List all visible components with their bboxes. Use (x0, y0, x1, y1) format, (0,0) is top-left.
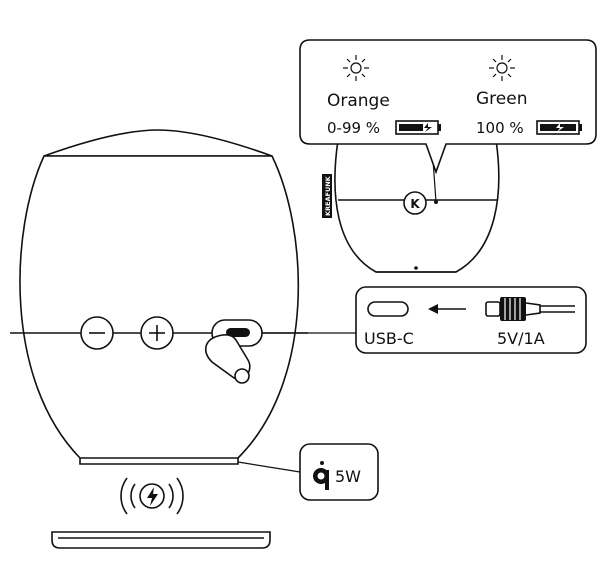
power-button[interactable]: K (403, 191, 427, 215)
wireless-charging-icon (120, 477, 184, 515)
usb-c-label: USB-C (364, 329, 414, 348)
sun-icon (343, 55, 369, 81)
volume-up-button[interactable] (140, 316, 174, 350)
speaker-side-view: KREAFUNK K (322, 139, 500, 273)
sun-icon (489, 55, 515, 81)
port-cover-flap (205, 334, 251, 384)
green-range-label: 100 % (476, 119, 524, 137)
volume-down-button[interactable] (80, 316, 114, 350)
logo-letter: K (410, 197, 420, 211)
qi-leader-line (237, 461, 301, 473)
wireless-charging-pad (51, 531, 271, 549)
led-callout: Orange 0-99 % Green 100 % (299, 39, 597, 175)
brand-tag-label: KREAFUNK (324, 175, 332, 216)
usb-c-plug-icon (485, 297, 575, 321)
green-label: Green (476, 89, 527, 109)
power-rating-label: 5V/1A (497, 329, 545, 348)
orange-label: Orange (327, 91, 390, 111)
qi-logo-icon (313, 461, 329, 490)
usb-callout: USB-C 5V/1A (355, 286, 587, 354)
orange-range-label: 0-99 % (327, 119, 380, 137)
usb-c-port-icon (367, 301, 409, 317)
plus-icon (149, 325, 165, 341)
qi-callout: 5W (299, 443, 379, 501)
brand-tag (322, 174, 332, 218)
arrow-left-icon (428, 304, 466, 314)
qi-power-label: 5W (335, 467, 361, 486)
battery-full-icon (536, 120, 582, 135)
battery-charging-icon (395, 120, 441, 135)
speaker-body (10, 129, 308, 465)
